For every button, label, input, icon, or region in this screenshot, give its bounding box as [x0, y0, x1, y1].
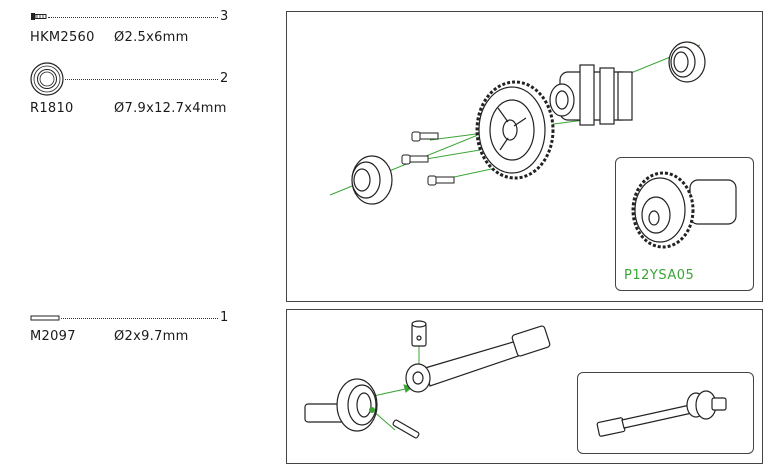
part-code: R1810: [30, 101, 74, 116]
part-quantity: 2: [220, 71, 229, 86]
part-code: M2097: [30, 329, 76, 344]
assembly-part-number: P12YSA05: [624, 268, 695, 283]
part-dimension: Ø2.5x6mm: [114, 30, 189, 45]
leader-line: [65, 79, 218, 80]
part-quantity: 1: [220, 310, 229, 325]
part-dimension: Ø7.9x12.7x4mm: [114, 101, 227, 116]
part-quantity: 3: [220, 9, 229, 24]
leader-line: [48, 17, 218, 18]
assembled-shaft-inset: [577, 372, 754, 454]
part-code: HKM2560: [30, 30, 95, 45]
leader-line: [61, 318, 218, 319]
part-dimension: Ø2x9.7mm: [114, 329, 189, 344]
